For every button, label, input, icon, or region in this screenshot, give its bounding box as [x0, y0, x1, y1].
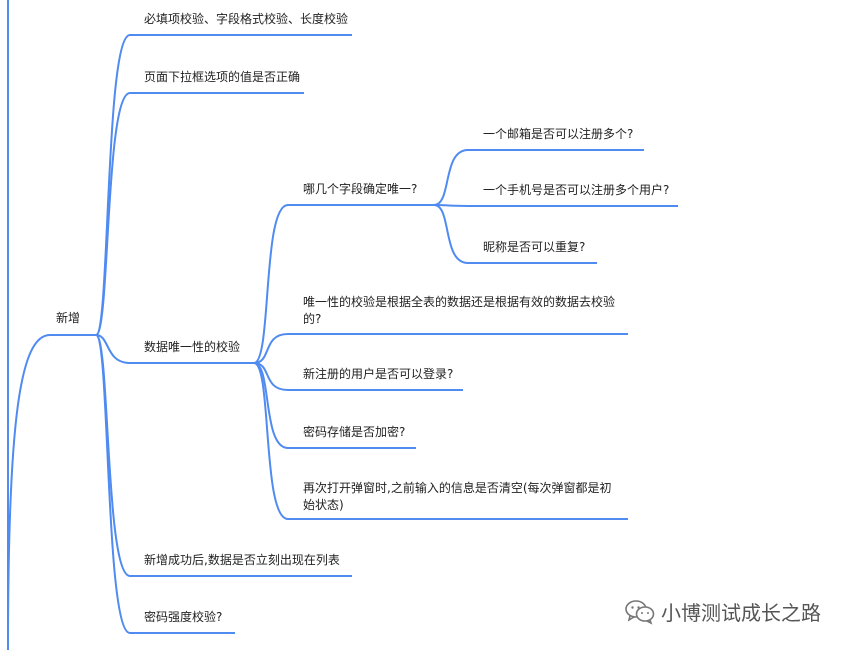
watermark-text: 小博测试成长之路 — [661, 601, 821, 625]
node-nickname-repeat[interactable]: 昵称是否可以重复? — [483, 240, 586, 254]
root-node[interactable]: 新增 — [56, 311, 81, 325]
node-list-refresh[interactable]: 新增成功后,数据是否立刻出现在列表 — [144, 553, 340, 567]
node-uniqueness-check[interactable]: 数据唯一性的校验 — [144, 340, 241, 354]
node-email-multi[interactable]: 一个邮箱是否可以注册多个? — [483, 127, 634, 141]
watermark: 小博测试成长之路 — [625, 597, 821, 626]
edge-g1-h1 — [433, 149, 469, 206]
edge-root-c3 — [95, 334, 131, 364]
edge-root-c5 — [95, 334, 131, 634]
node-phone-multi[interactable]: 一个手机号是否可以注册多个用户? — [483, 183, 670, 197]
edge-c3-g1 — [253, 204, 289, 364]
node-popup-reset[interactable]: 再次打开弹窗时,之前输入的信息是否清空(每次弹窗都是初始状态) — [303, 481, 612, 512]
edge-root-c1 — [95, 34, 131, 336]
node-password-strength[interactable]: 密码强度校验? — [144, 610, 223, 624]
edge-c3-g5 — [253, 362, 289, 520]
wechat-icon — [625, 599, 655, 625]
edge-root-c2 — [95, 92, 131, 336]
node-required-field-check[interactable]: 必填项校验、字段格式校验、长度校验 — [144, 12, 349, 26]
node-unique-scope[interactable]: 唯一性的校验是根据全表的数据还是根据有效的数据去校验的? — [303, 295, 616, 326]
edge-c3-g2 — [253, 333, 289, 364]
edge-trunk-root — [7, 334, 51, 650]
node-unique-fields[interactable]: 哪几个字段确定唯一? — [303, 182, 418, 196]
node-new-user-login[interactable]: 新注册的用户是否可以登录? — [303, 367, 454, 381]
node-dropdown-values[interactable]: 页面下拉框选项的值是否正确 — [144, 70, 301, 84]
node-password-encrypted[interactable]: 密码存储是否加密? — [303, 425, 406, 439]
edge-g1-h3 — [433, 204, 469, 264]
edge-c3-g4 — [253, 362, 289, 449]
